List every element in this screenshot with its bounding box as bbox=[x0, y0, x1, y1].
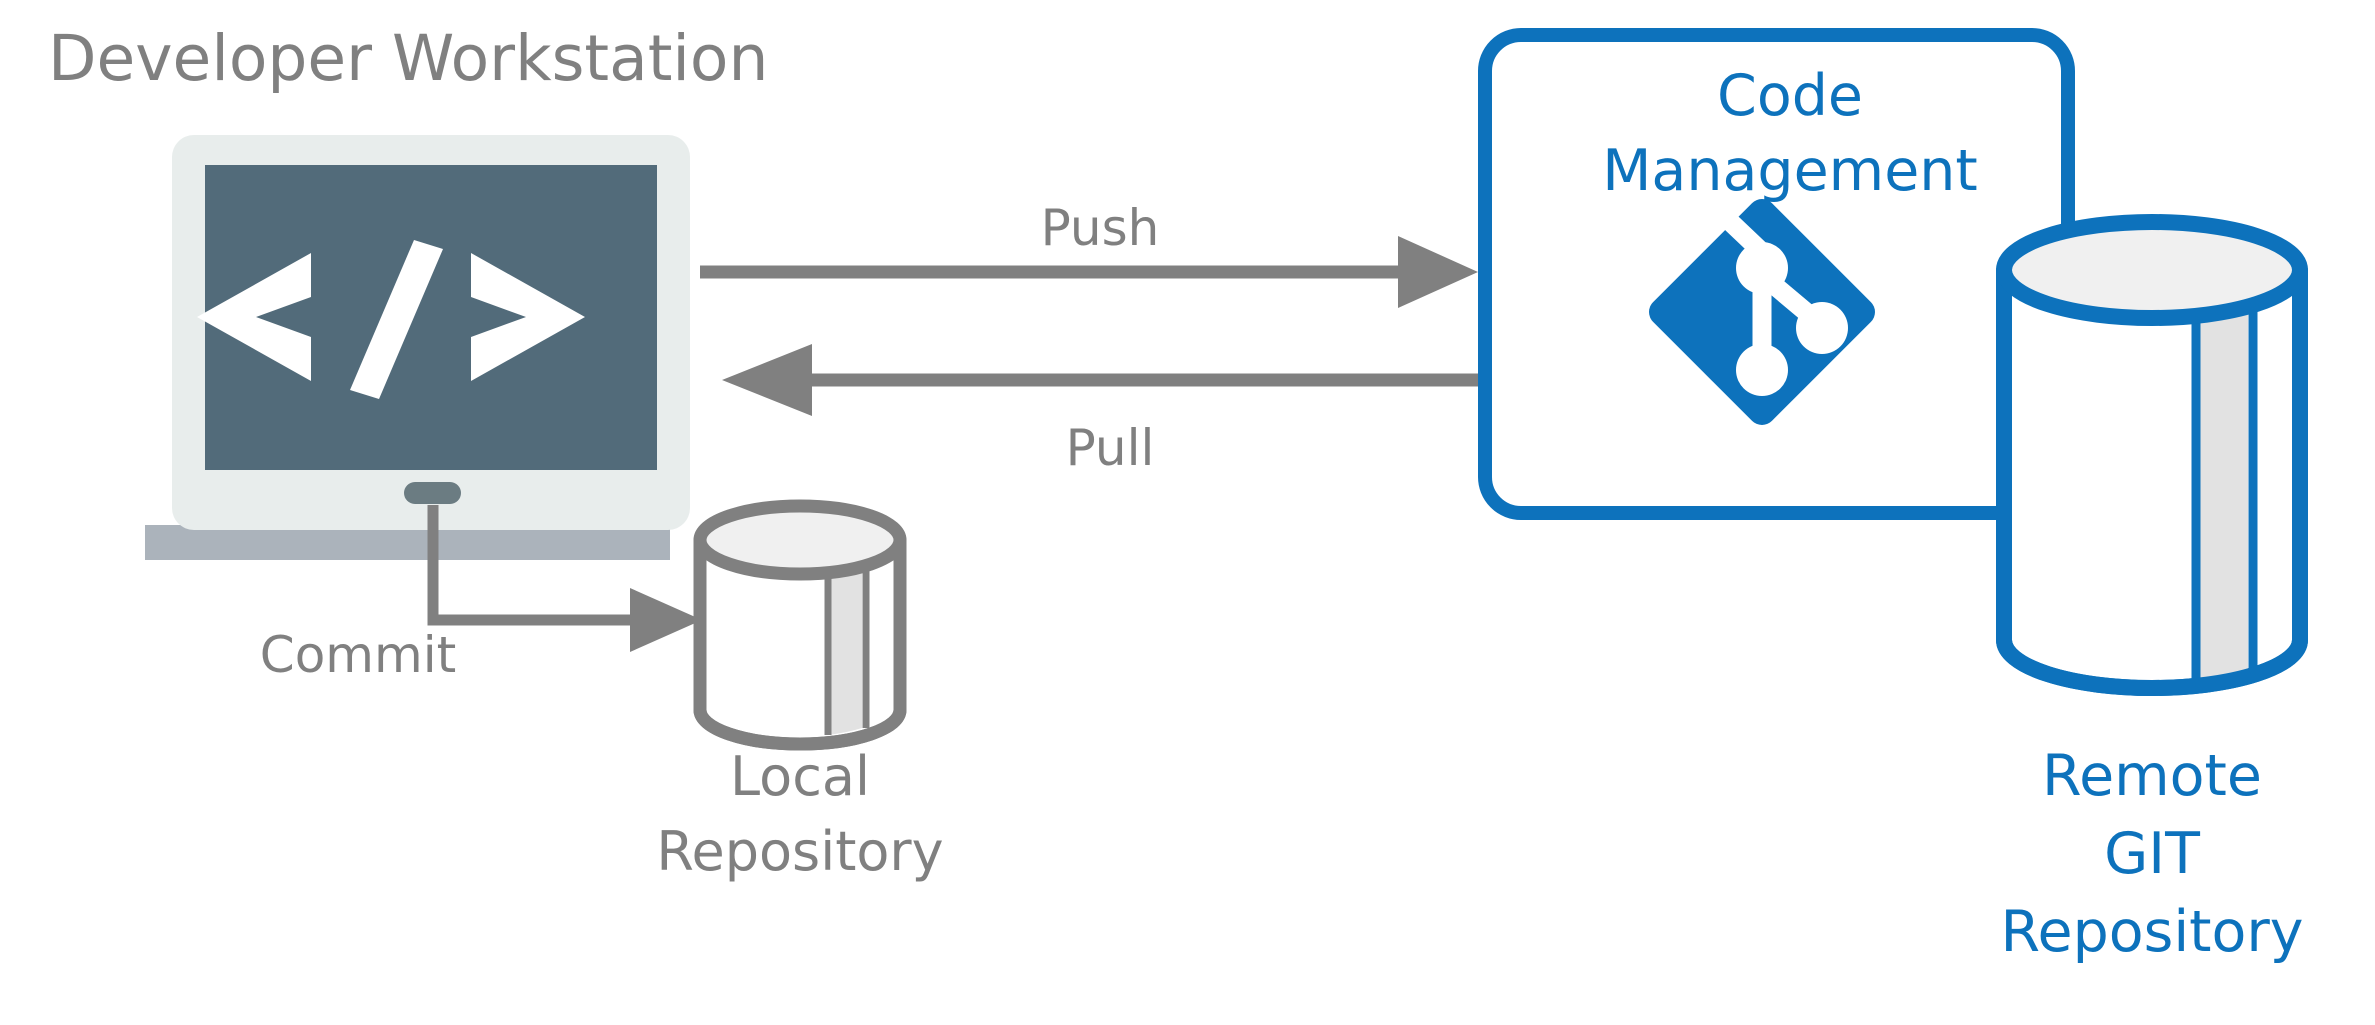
remote-repository-label-line2: GIT bbox=[2104, 821, 2200, 887]
local-repository-node: Local Repository bbox=[656, 499, 944, 883]
laptop-screen bbox=[205, 165, 657, 470]
git-node-right bbox=[1796, 302, 1848, 354]
code-management-label-line2: Management bbox=[1602, 138, 1977, 204]
remote-repository-node: Remote GIT Repository bbox=[1996, 214, 2308, 965]
connector-pull-label: Pull bbox=[1066, 419, 1155, 477]
connector-commit: Commit bbox=[260, 505, 702, 684]
connector-push-label: Push bbox=[1041, 199, 1160, 257]
local-repository-label-line2: Repository bbox=[656, 820, 943, 883]
cylinder-body-outline bbox=[1996, 270, 2308, 696]
database-cylinder-icon-local bbox=[693, 499, 907, 751]
local-repository-label-line1: Local bbox=[730, 745, 870, 808]
remote-repository-label-line3: Repository bbox=[2000, 899, 2303, 965]
database-cylinder-icon-remote bbox=[1996, 214, 2308, 696]
cylinder-body-outline bbox=[693, 540, 907, 751]
cylinder-band bbox=[828, 548, 862, 735]
connector-push: Push bbox=[700, 199, 1478, 308]
workstation-title: Developer Workstation bbox=[48, 22, 768, 95]
laptop-base bbox=[145, 525, 670, 560]
code-glyph-icon bbox=[197, 240, 585, 399]
git-logo-icon bbox=[1649, 199, 1875, 425]
pull-arrowhead-icon bbox=[722, 344, 812, 416]
code-management-node: Code Management bbox=[1478, 28, 2075, 520]
cylinder-top bbox=[693, 499, 907, 581]
connector-commit-label: Commit bbox=[260, 626, 456, 684]
commit-arrowhead-icon bbox=[630, 588, 702, 652]
code-management-label-line1: Code bbox=[1717, 63, 1863, 129]
git-node-top bbox=[1736, 242, 1788, 294]
laptop-trackpad bbox=[404, 482, 461, 504]
commit-line bbox=[427, 505, 660, 626]
remote-repository-label-line1: Remote bbox=[2042, 743, 2262, 809]
git-node-bottom bbox=[1736, 344, 1788, 396]
cylinder-band bbox=[2196, 282, 2248, 682]
cylinder-top bbox=[1996, 214, 2308, 326]
connector-pull: Pull bbox=[722, 344, 1478, 477]
laptop-code-icon bbox=[145, 135, 690, 560]
push-arrowhead-icon bbox=[1398, 236, 1478, 308]
